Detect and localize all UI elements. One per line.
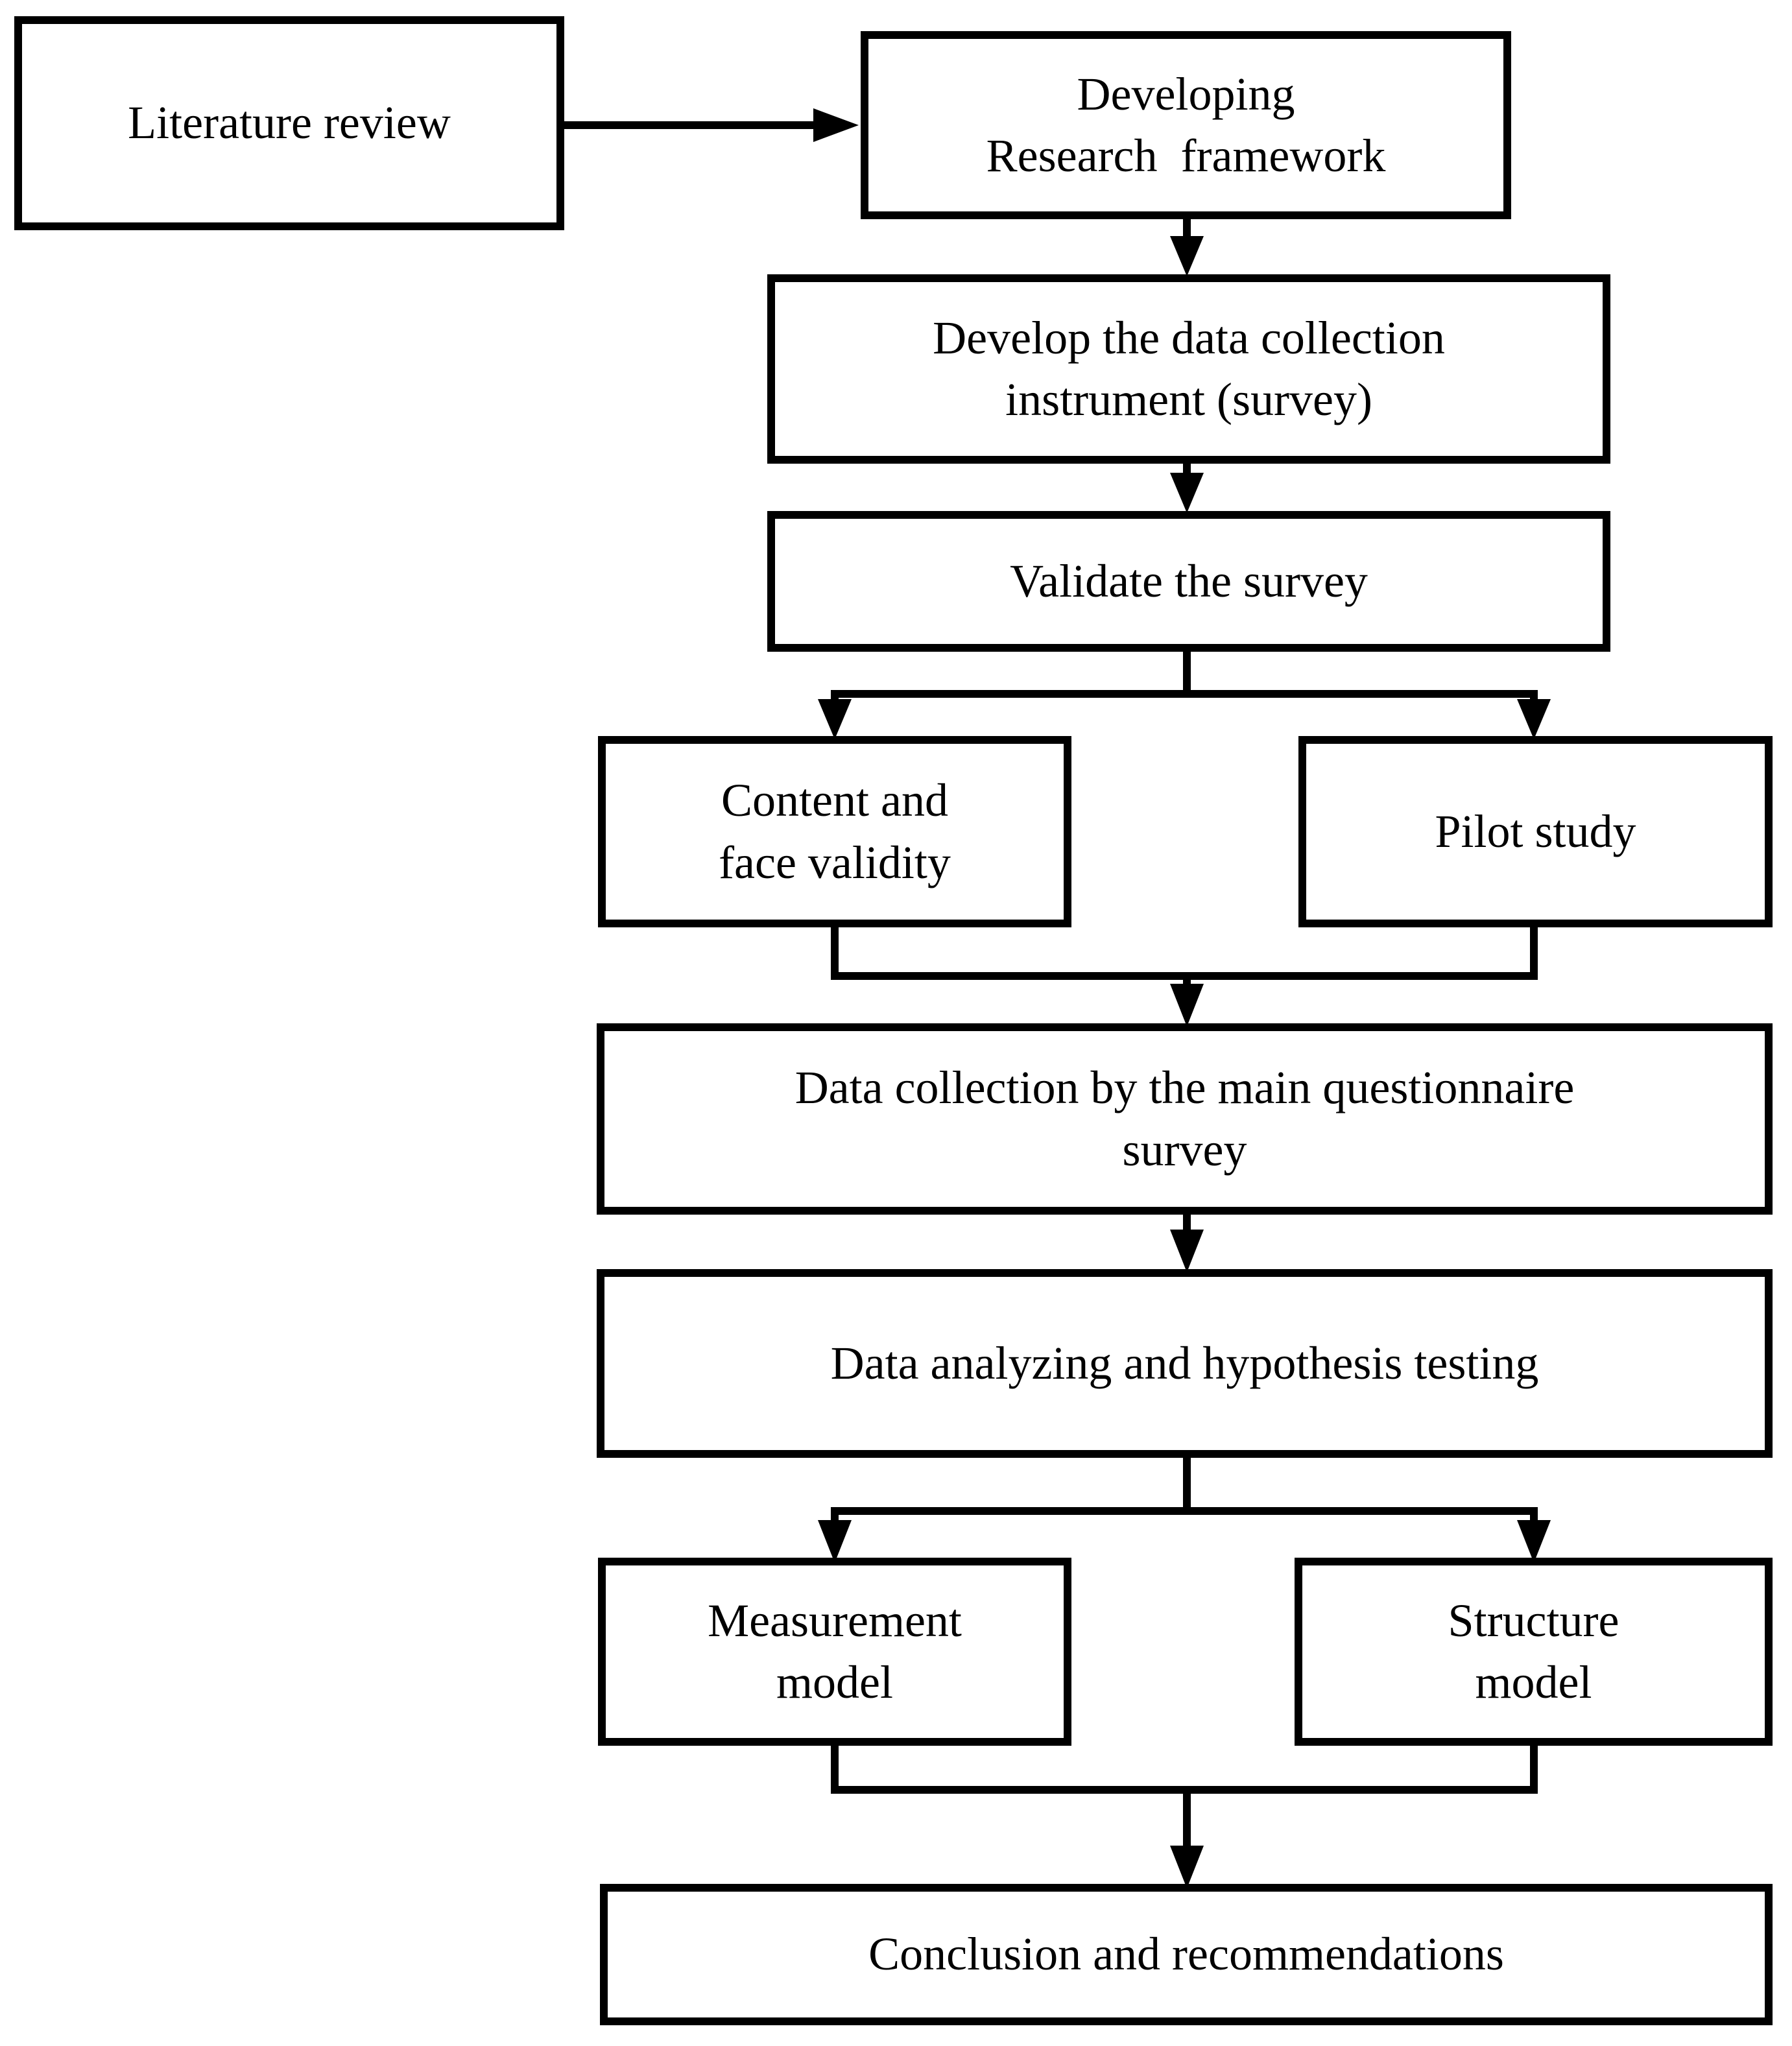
node-data-analyzing-hypothesis-testing: Data analyzing and hypothesis testing xyxy=(597,1269,1773,1458)
edge-instrument-to-validate-arrow xyxy=(1170,464,1204,513)
node-label-validate-the-survey: Validate the survey xyxy=(1010,554,1368,607)
edge-collection-to-analyzing-arrow xyxy=(1170,1215,1204,1272)
edge-literature-to-framework-arrow xyxy=(564,108,859,142)
node-label-measurement-model: Measurement model xyxy=(708,1594,962,1708)
node-label-data-analyzing-hypothesis-testing: Data analyzing and hypothesis testing xyxy=(830,1337,1539,1389)
node-label-conclusion-and-recommendations: Conclusion and recommendations xyxy=(868,1928,1504,1981)
node-conclusion-and-recommendations: Conclusion and recommendations xyxy=(600,1884,1773,2025)
edge-framework-to-instrument-arrow xyxy=(1170,219,1204,276)
node-label-develop-data-collection-instrument: Develop the data collection instrument (… xyxy=(933,311,1445,425)
node-measurement-model: Measurement model xyxy=(598,1558,1071,1746)
node-label-structure-model: Structure model xyxy=(1448,1594,1619,1708)
node-structure-model: Structure model xyxy=(1295,1558,1773,1746)
node-literature-review: Literature review xyxy=(14,16,564,230)
edge-validate-split-arrows xyxy=(818,652,1551,739)
node-label-literature-review: Literature review xyxy=(128,97,451,149)
node-validate-the-survey: Validate the survey xyxy=(767,511,1610,652)
node-label-pilot-study: Pilot study xyxy=(1435,805,1636,857)
node-pilot-study: Pilot study xyxy=(1298,736,1773,927)
node-label-data-collection-main-questionnaire: Data collection by the main questionnair… xyxy=(794,1062,1575,1176)
node-label-content-and-face-validity: Content and face validity xyxy=(719,774,951,888)
node-data-collection-main-questionnaire: Data collection by the main questionnair… xyxy=(597,1023,1773,1215)
node-develop-data-collection-instrument: Develop the data collection instrument (… xyxy=(767,274,1610,464)
node-developing-research-framework: Developing Research framework xyxy=(861,31,1511,219)
edge-merge-to-conclusion-arrow xyxy=(831,1746,1538,1888)
edge-analyzing-split-arrows xyxy=(818,1458,1551,1563)
edge-merge-to-data-collection-arrow xyxy=(831,927,1538,1027)
node-label-developing-research-framework: Developing Research framework xyxy=(986,67,1386,182)
node-content-and-face-validity: Content and face validity xyxy=(598,736,1071,927)
